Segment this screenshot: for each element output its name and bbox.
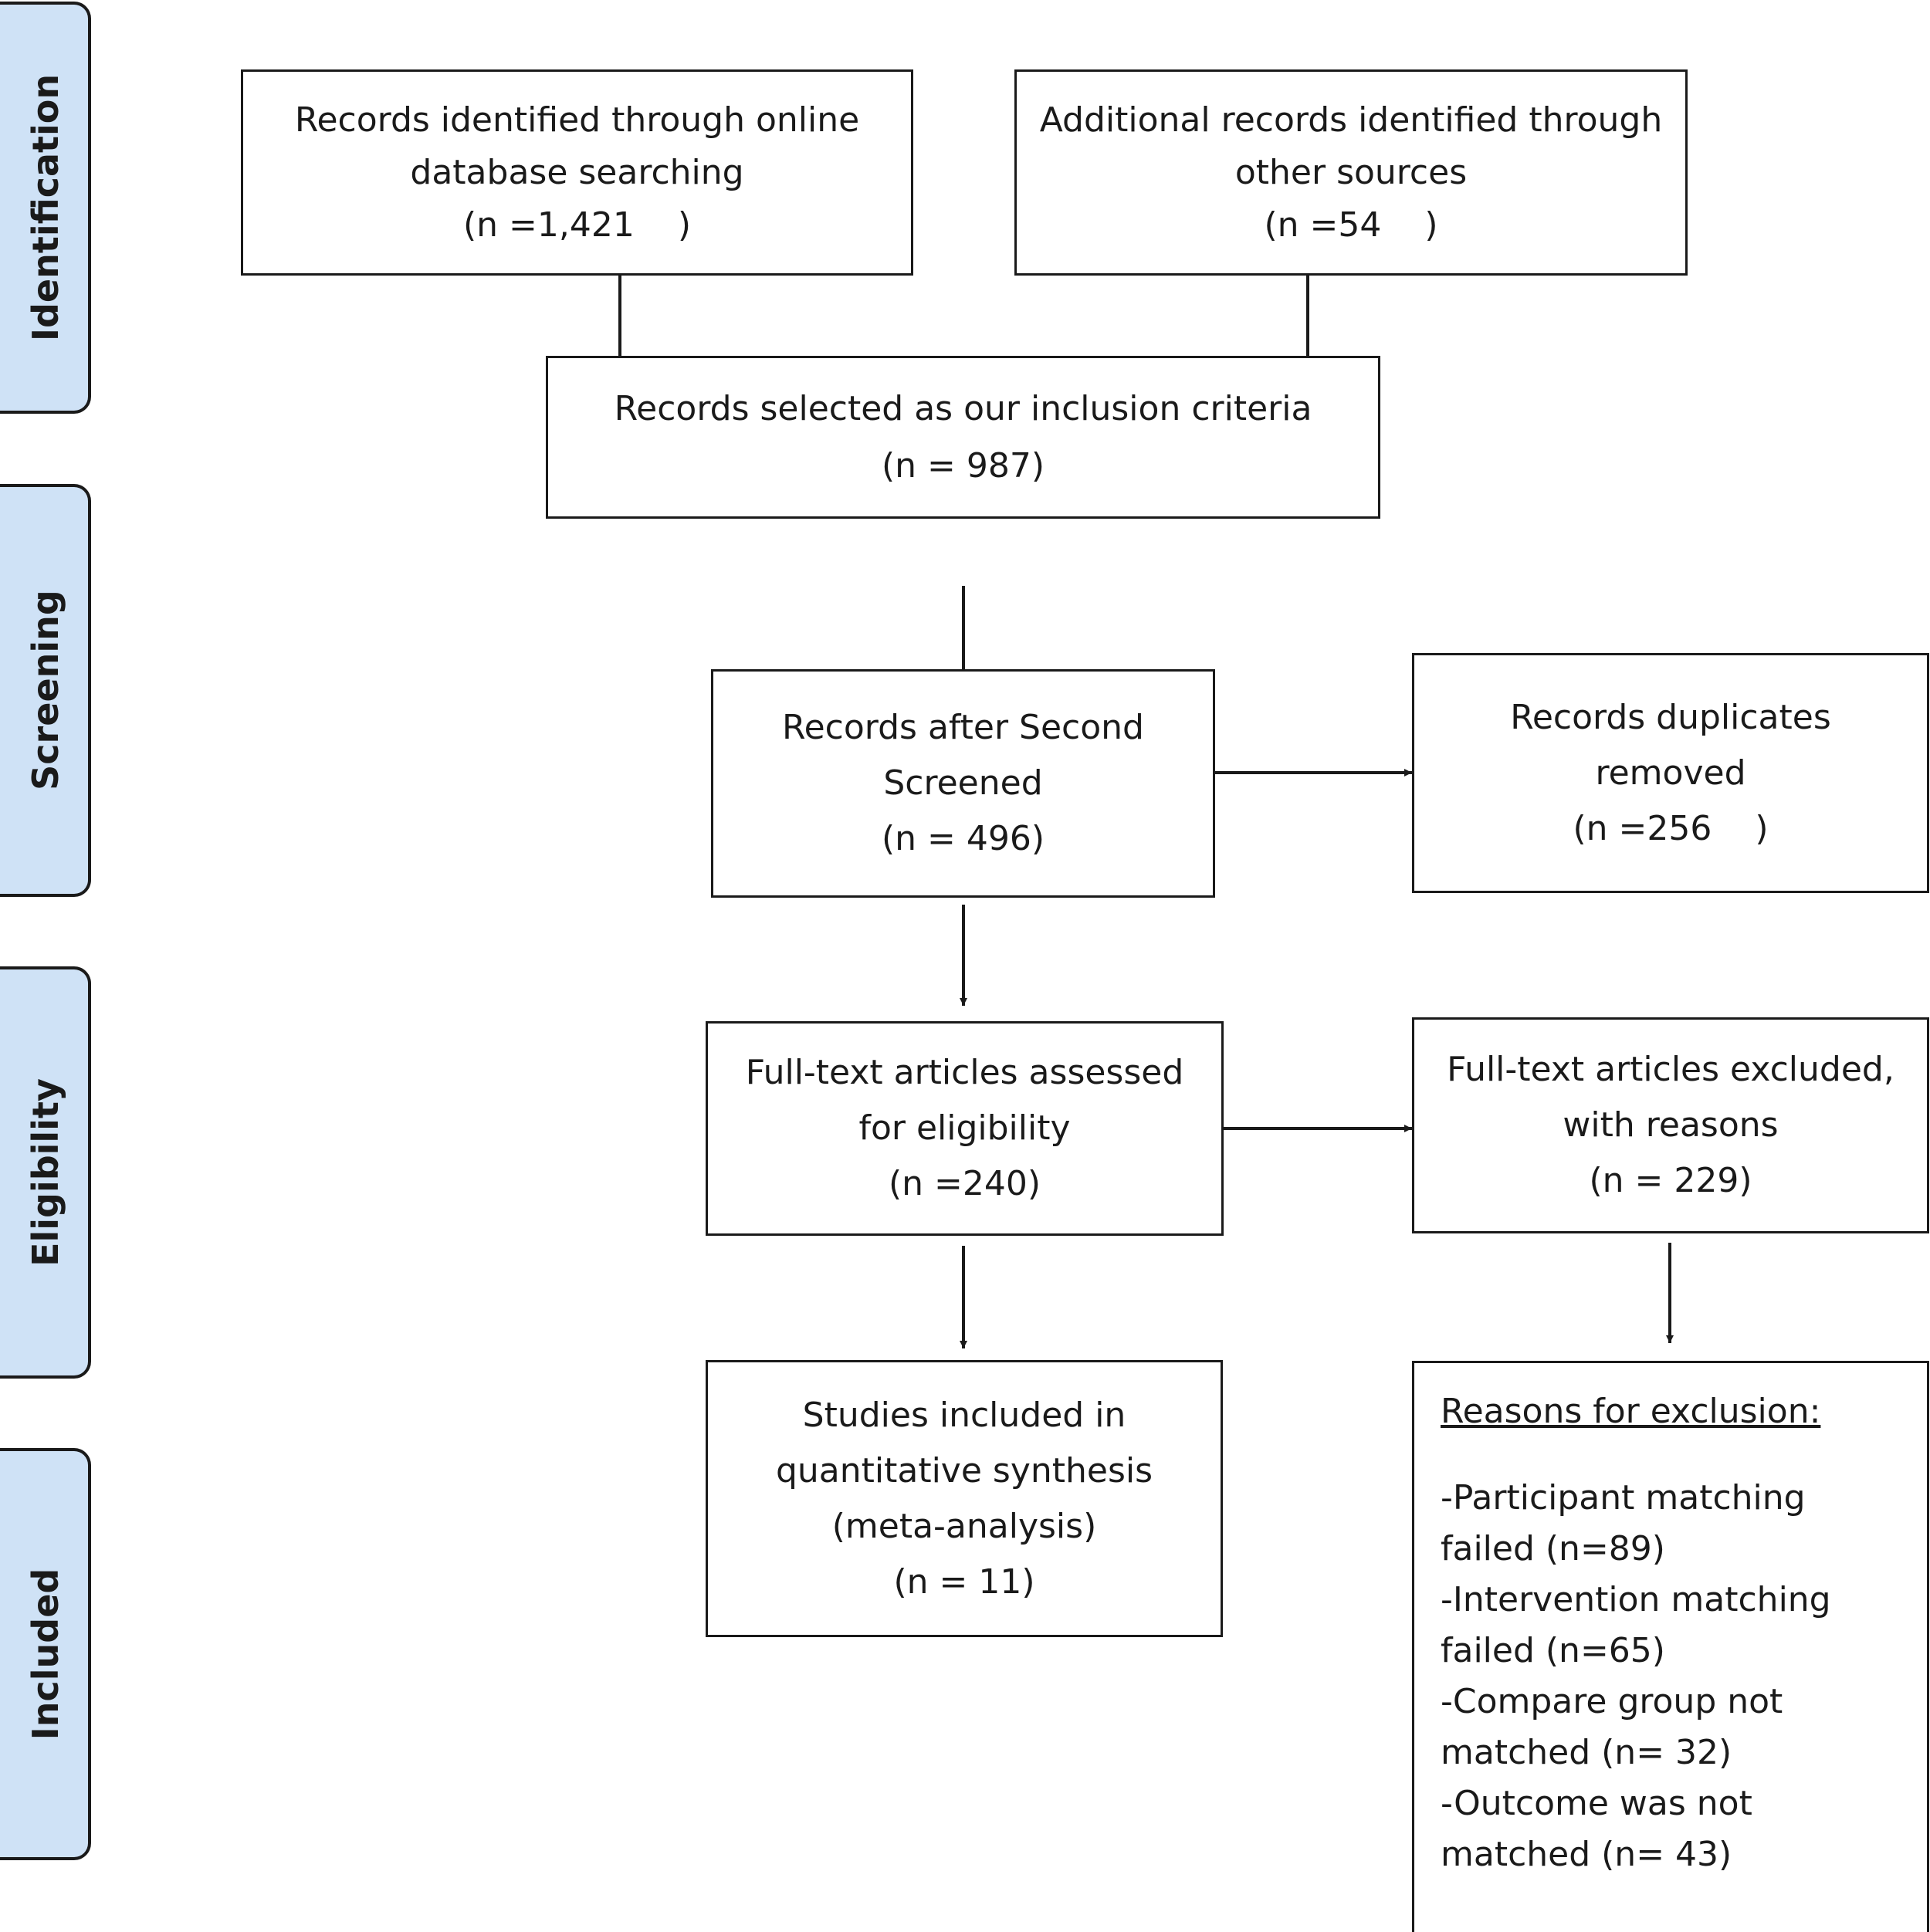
fulltext-assessed-count: (n =240) xyxy=(888,1164,1041,1203)
studies-included-line-3: (meta-analysis) xyxy=(831,1506,1097,1546)
box-reasons-for-exclusion: Reasons for exclusion: -Participant matc… xyxy=(1412,1361,1929,1932)
reason-line-1: -Participant matching xyxy=(1441,1478,1806,1518)
fulltext-assessed-line-2: for eligibility xyxy=(858,1108,1071,1148)
fulltext-assessed-line-1: Full-text articles assessed xyxy=(745,1053,1184,1092)
phase-tab-eligibility xyxy=(0,966,91,1379)
other-sources-line-2: other sources xyxy=(1234,152,1468,192)
box-fulltext-assessed: Full-text articles assessed for eligibil… xyxy=(706,1021,1224,1236)
reason-line-5: -Compare group not xyxy=(1441,1682,1783,1721)
box-fulltext-excluded: Full-text articles excluded, with reason… xyxy=(1412,1017,1929,1233)
reason-line-2: failed (n=89) xyxy=(1441,1529,1665,1568)
database-search-line-1: Records identified through online xyxy=(294,100,860,140)
inclusion-criteria-line-1: Records selected as our inclusion criter… xyxy=(614,388,1312,428)
duplicates-removed-line-2: removed xyxy=(1595,753,1746,793)
second-screened-line-1: Records after Second xyxy=(782,708,1144,747)
fulltext-excluded-count: (n = 229) xyxy=(1589,1161,1752,1200)
inclusion-criteria-count: (n = 987) xyxy=(881,445,1045,486)
reason-line-6: matched (n= 32) xyxy=(1441,1733,1732,1772)
studies-included-line-2: quantitative synthesis xyxy=(775,1450,1153,1490)
box-other-sources: Additional records identified through ot… xyxy=(1014,69,1688,276)
fulltext-excluded-line-2: with reasons xyxy=(1563,1105,1779,1145)
duplicates-removed-line-1: Records duplicates xyxy=(1510,697,1831,737)
phase-tab-screening xyxy=(0,484,91,897)
box-second-screened: Records after Second Screened (n = 496) xyxy=(711,669,1215,898)
reason-line-8: matched (n= 43) xyxy=(1441,1835,1732,1874)
other-sources-count: (n =54 ) xyxy=(1264,205,1438,245)
second-screened-line-2: Screened xyxy=(883,763,1043,803)
reason-line-4: failed (n=65) xyxy=(1441,1631,1665,1670)
other-sources-line-1: Additional records identified through xyxy=(1039,100,1663,140)
phase-tab-included xyxy=(0,1448,91,1860)
box-inclusion-criteria: Records selected as our inclusion criter… xyxy=(546,356,1380,519)
box-studies-included: Studies included in quantitative synthes… xyxy=(706,1360,1223,1637)
second-screened-count: (n = 496) xyxy=(881,819,1045,858)
box-duplicates-removed: Records duplicates removed (n =256 ) xyxy=(1412,653,1929,893)
reasons-title: Reasons for exclusion: xyxy=(1441,1392,1821,1431)
reason-line-3: -Intervention matching xyxy=(1441,1580,1831,1619)
studies-included-count: (n = 11) xyxy=(893,1562,1035,1602)
studies-included-line-1: Studies included in xyxy=(802,1395,1126,1435)
reason-line-7: -Outcome was not xyxy=(1441,1784,1752,1823)
box-database-search: Records identified through online databa… xyxy=(241,69,913,276)
fulltext-excluded-line-1: Full-text articles excluded, xyxy=(1447,1050,1894,1089)
duplicates-removed-count: (n =256 ) xyxy=(1573,808,1769,848)
database-search-line-2: database searching xyxy=(410,152,744,192)
phase-tab-identification xyxy=(0,2,91,414)
database-search-count: (n =1,421 ) xyxy=(463,205,691,245)
